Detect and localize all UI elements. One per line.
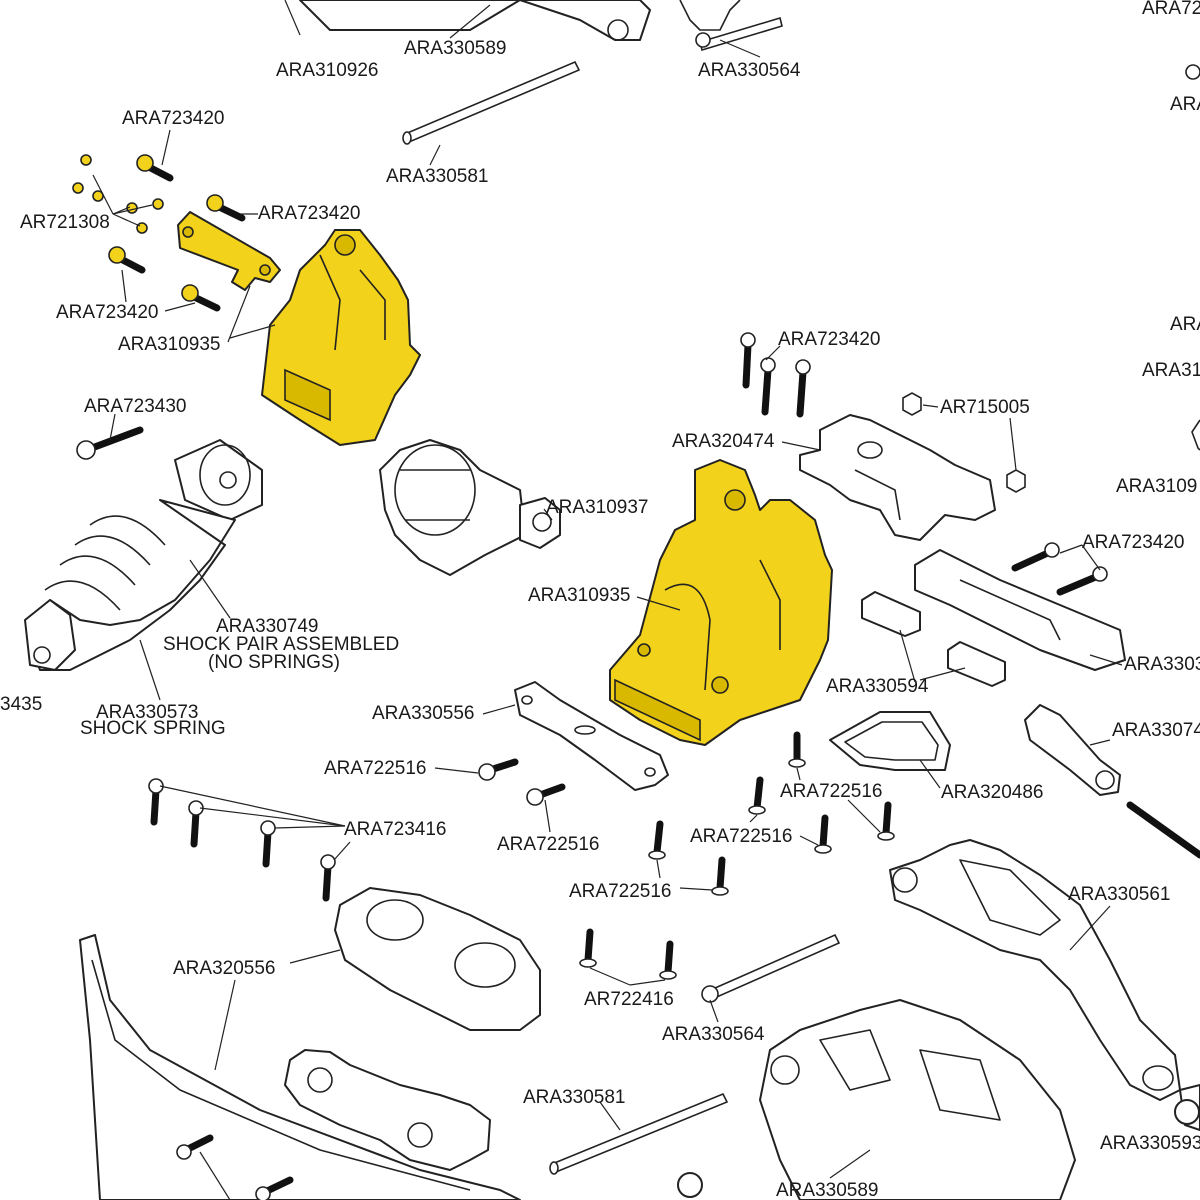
label-ara722516-c: ARA722516 <box>690 826 792 847</box>
label-ara310937: ARA310937 <box>546 497 648 518</box>
label-ara722516-e: ARA722516 <box>569 881 671 902</box>
label-ara330749: ARA330749 <box>216 616 318 637</box>
left-lower-bolts <box>148 778 336 902</box>
label-ara31-right: ARA31 <box>1142 360 1200 381</box>
leader-lines <box>92 4 1123 1200</box>
label-ara723420-b: ARA723420 <box>258 203 360 224</box>
front-bumper <box>79 934 521 1200</box>
shock-mount-block <box>334 887 541 1031</box>
yellow-gearbox-lower <box>609 459 833 746</box>
differential <box>379 439 561 576</box>
label-shock-spring: SHOCK SPRING <box>80 718 226 739</box>
label-ara330564-bottom: ARA330564 <box>662 1024 765 1045</box>
label-ara723416: ARA723416 <box>344 819 446 840</box>
label-ara320486: ARA320486 <box>941 782 1043 803</box>
bottom-right-ends <box>677 1099 1200 1198</box>
label-ara320474: ARA320474 <box>672 431 775 452</box>
label-ar721308: AR721308 <box>20 212 110 233</box>
hinge-pin-bottom <box>549 1092 729 1175</box>
gasket <box>829 711 951 771</box>
label-ara722516-b: ARA722516 <box>780 781 882 802</box>
label-ara723430: ARA723430 <box>84 396 186 417</box>
label-ara330564-top: ARA330564 <box>698 60 801 81</box>
top-arm-part <box>284 0 741 41</box>
yellow-gearbox-upper <box>261 229 421 446</box>
label-ara330581-bottom: ARA330581 <box>523 1087 625 1108</box>
middle-bolts <box>478 731 895 980</box>
label-partial-3435: 3435 <box>0 694 42 715</box>
right-linkage <box>1024 704 1200 859</box>
label-ara723420-a: ARA723420 <box>122 108 224 129</box>
label-ar722416: AR722416 <box>584 989 674 1010</box>
label-ara320556: ARA320556 <box>173 958 275 979</box>
bulkhead-upper-right <box>799 414 996 541</box>
shock-assembly <box>24 439 263 671</box>
hinge-pin-top <box>402 60 581 145</box>
label-ara310935-a: ARA310935 <box>118 334 220 355</box>
label-ara3109-right: ARA3109 <box>1116 476 1197 497</box>
brace-right <box>914 549 1126 671</box>
label-ara723420-d: ARA723420 <box>778 329 880 350</box>
label-ara723420-e: ARA723420 <box>1082 532 1184 553</box>
label-ara310935-b: ARA310935 <box>528 585 630 606</box>
label-ara330556: ARA330556 <box>372 703 474 724</box>
bumper-mount <box>284 1049 491 1171</box>
label-ara330561: ARA330561 <box>1068 884 1170 905</box>
yellow-bracket <box>177 211 281 291</box>
right-mid-bolts <box>1011 542 1108 596</box>
label-ara722516-a: ARA722516 <box>324 758 426 779</box>
brace-left <box>514 681 669 791</box>
label-ara330589-top: ARA330589 <box>404 38 506 59</box>
top-right-bolt <box>1185 64 1200 80</box>
label-ara723420-c: ARA723420 <box>56 302 158 323</box>
label-ara330594: ARA330594 <box>826 676 929 697</box>
bumper-bolts <box>176 1134 294 1200</box>
label-ara3303-right: ARA3303 <box>1124 654 1200 675</box>
label-shock-pair: SHOCK PAIR ASSEMBLED <box>163 634 399 655</box>
label-ara33074-right: ARA33074 <box>1112 720 1200 741</box>
lower-arm-bottom <box>759 999 1076 1200</box>
hinge-pin-lower <box>701 933 841 1003</box>
label-no-springs: (NO SPRINGS) <box>208 652 340 673</box>
label-ara-right-mid: ARA <box>1170 314 1200 335</box>
right-gear-partial <box>1191 419 1200 451</box>
nuts <box>902 392 1026 493</box>
label-ar715005: AR715005 <box>940 397 1030 418</box>
label-ara72-top-right: ARA72 <box>1142 0 1200 19</box>
label-ara722516-d: ARA722516 <box>497 834 599 855</box>
top-pin <box>695 16 783 52</box>
label-ara-top-right: ARA <box>1170 94 1200 115</box>
label-ara330593-right: ARA330593 <box>1100 1133 1200 1154</box>
link-blocks <box>861 591 1006 687</box>
label-ara330581-top: ARA330581 <box>386 166 488 187</box>
label-ara310926: ARA310926 <box>276 60 378 81</box>
label-ara330573: ARA330573 <box>96 702 198 723</box>
shock-bolt <box>76 426 144 460</box>
label-ara330589-bottom: ARA330589 <box>776 1180 878 1200</box>
